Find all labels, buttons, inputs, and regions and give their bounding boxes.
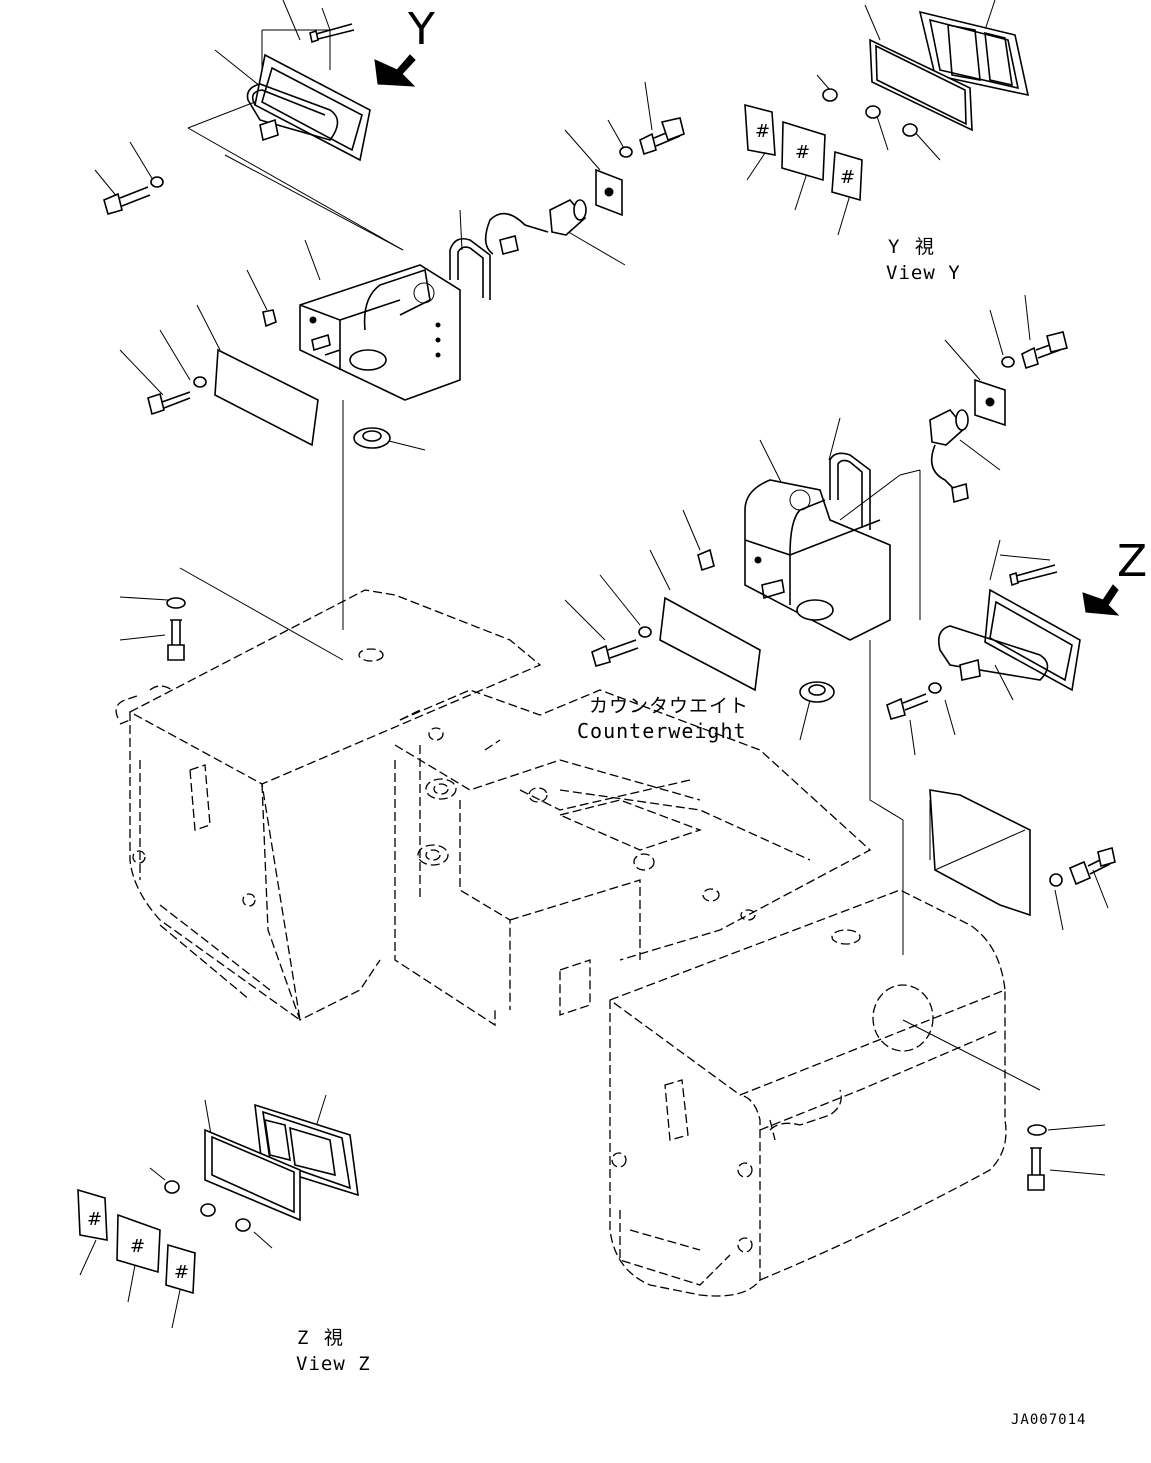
svg-text:#: # [130, 1236, 145, 1257]
counterweight-label-en: Counterweight [577, 719, 747, 743]
lamp-assembly-upper-left [103, 23, 685, 449]
leader-lines [79, 0, 1109, 1329]
view-y-caption-en: View Y [886, 262, 961, 284]
counterweight-body [115, 589, 1031, 1297]
document-id: JA007014 [1011, 1412, 1087, 1428]
svg-text:#: # [174, 1262, 189, 1283]
view-z-caption-en: View Z [296, 1353, 371, 1375]
svg-text:#: # [87, 1209, 102, 1230]
svg-text:#: # [795, 142, 810, 163]
view-z-detail: # # # [77, 1103, 359, 1295]
view-y-detail: # # # [744, 10, 1030, 202]
view-z-caption-jp: Z 視 [297, 1327, 345, 1349]
svg-text:#: # [755, 121, 770, 142]
view-letter-y: Y [408, 4, 435, 55]
view-y-caption-jp: Y 視 [888, 236, 936, 258]
counterweight-label-jp: カウンタウエイト [589, 695, 750, 717]
view-letter-z: Z [1117, 536, 1148, 587]
lamp-assembly-right [166, 331, 1120, 1191]
svg-text:#: # [840, 167, 855, 188]
